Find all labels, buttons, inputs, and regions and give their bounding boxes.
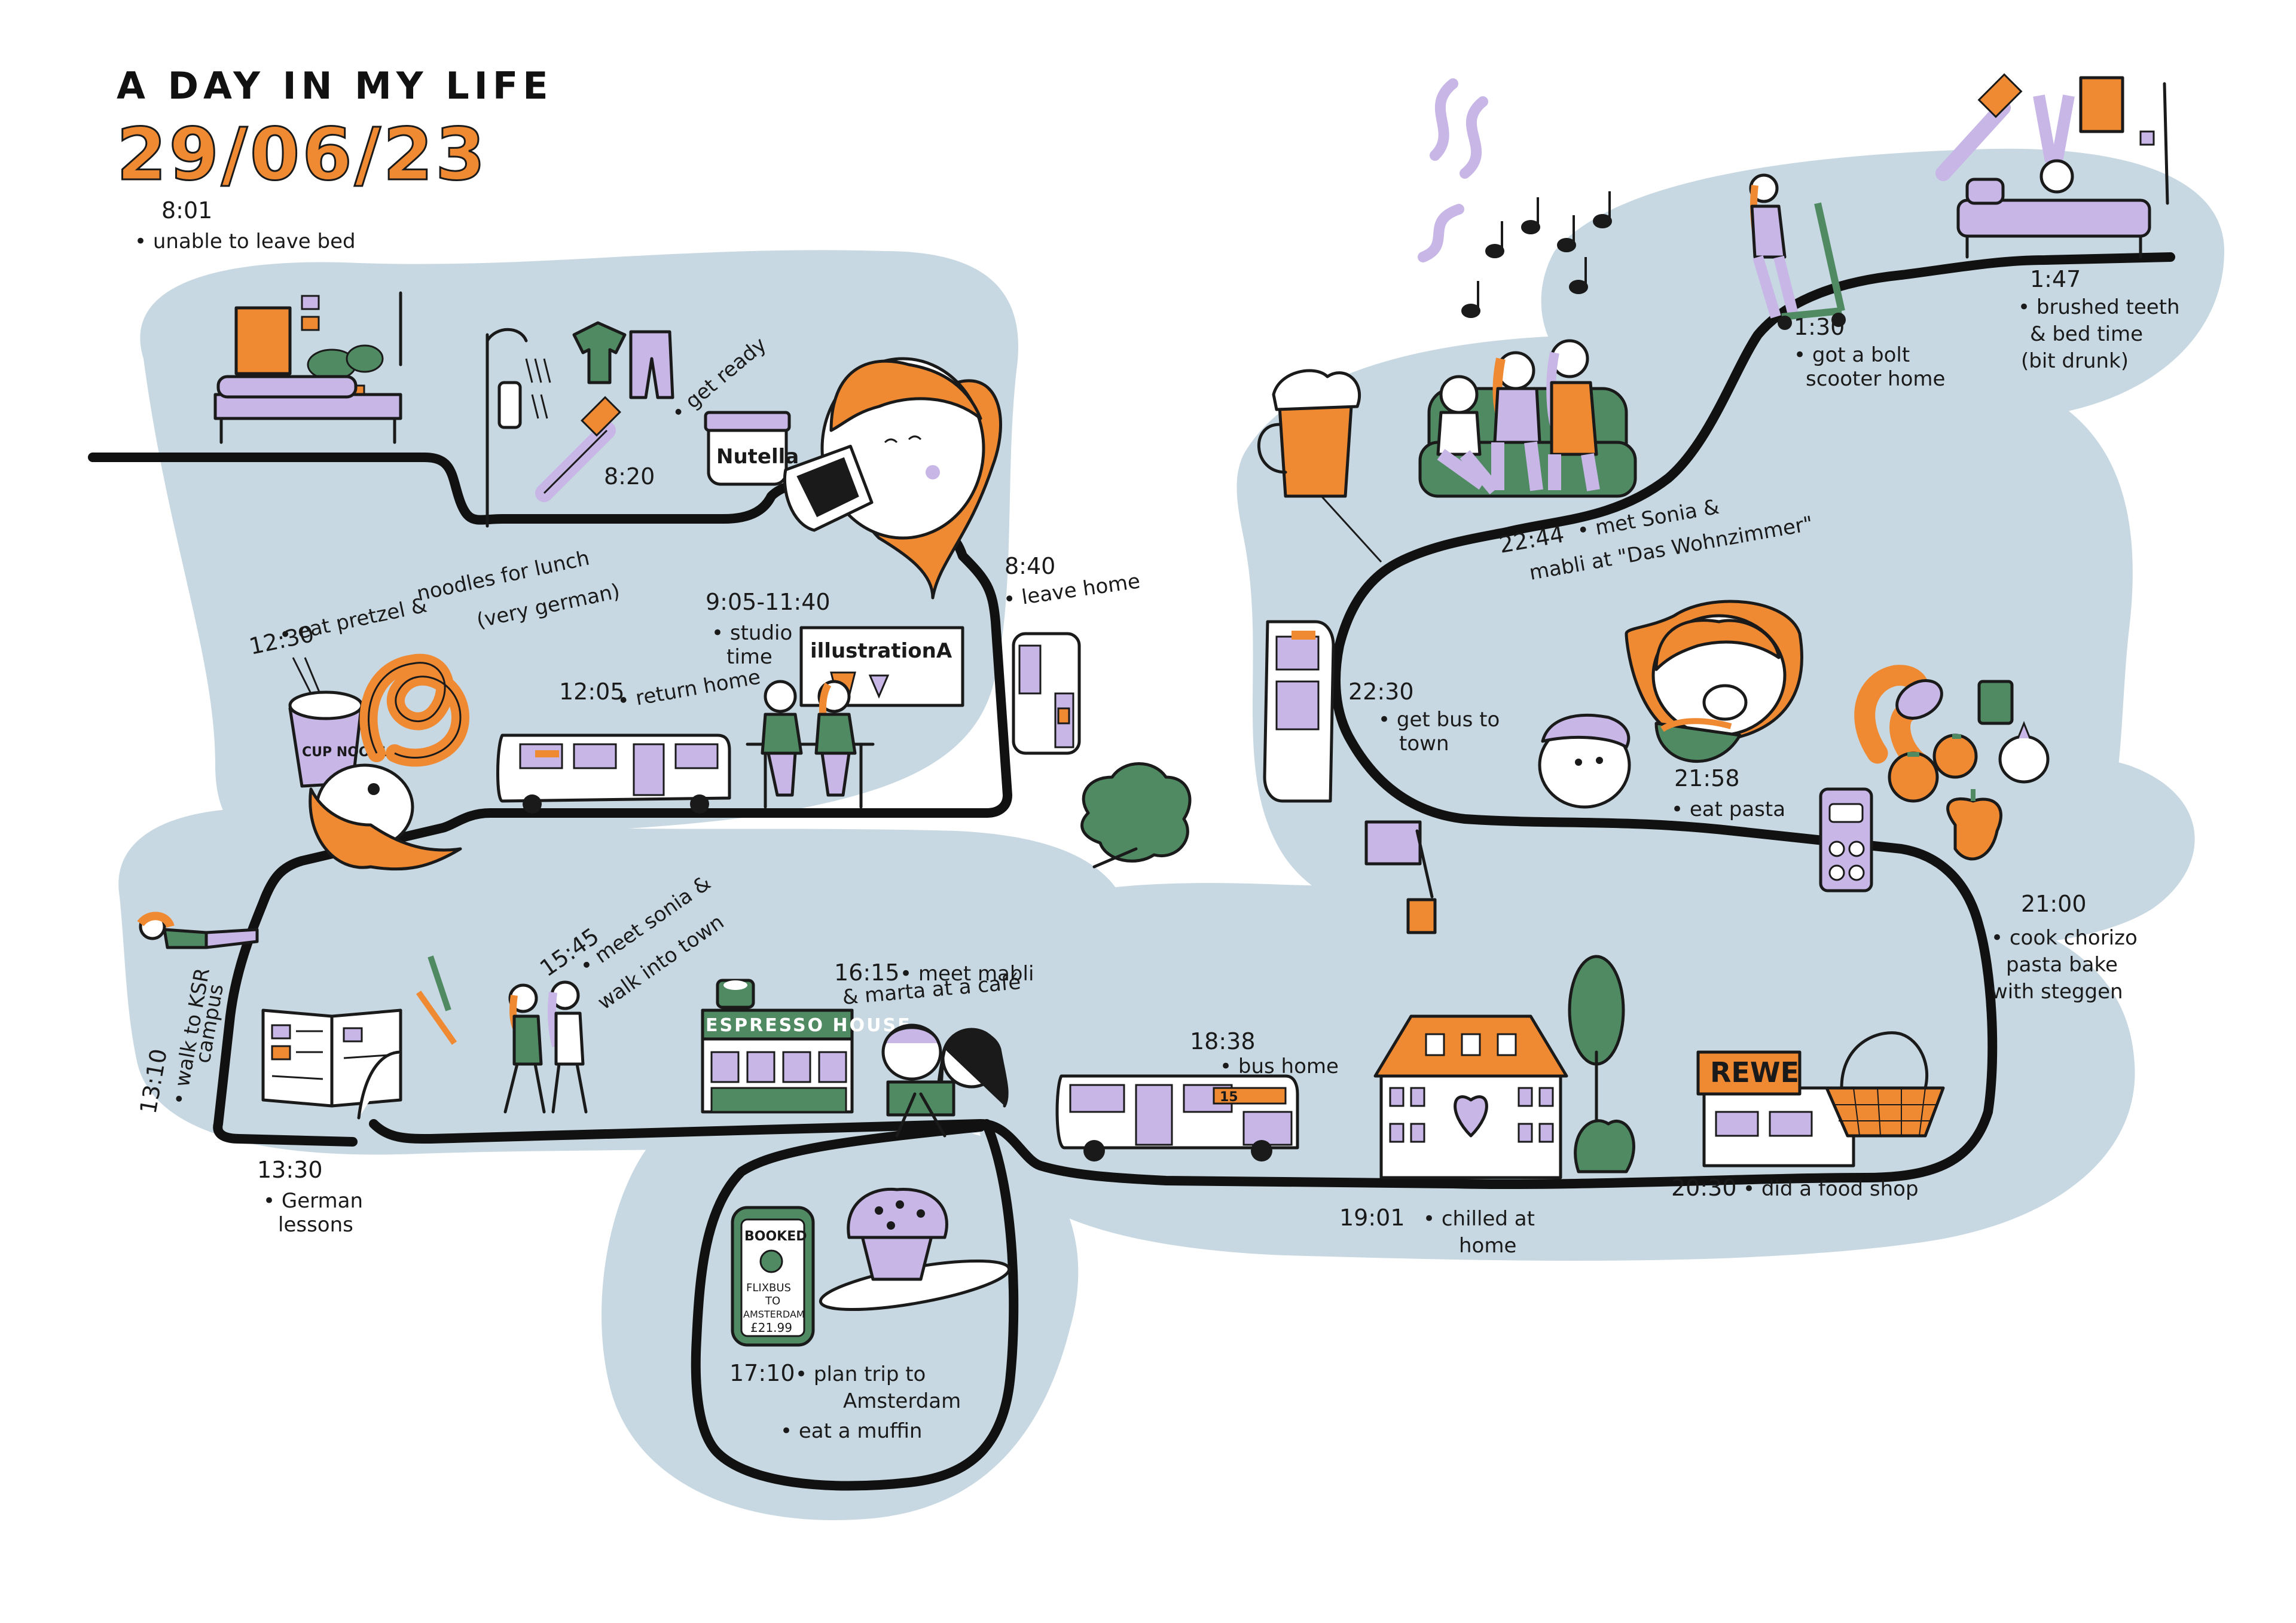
caption-17-10-c: • eat a muffin xyxy=(780,1419,923,1443)
time-17-10: 17:10 xyxy=(729,1360,795,1386)
caption-18-38: • bus home xyxy=(1220,1055,1339,1078)
toothbrush-bed-icon xyxy=(1935,73,2169,259)
bedroom-scene xyxy=(213,291,402,444)
get-ready-scene: Nutella xyxy=(486,321,799,528)
pepper-icon xyxy=(1946,789,2002,861)
poplar-tree-icon xyxy=(1568,955,1635,1173)
muffin-icon xyxy=(819,1187,1011,1312)
caption-17-10-a: • plan trip to xyxy=(795,1362,926,1386)
pasta-bowl-icon xyxy=(1625,600,1803,763)
garlic-icon xyxy=(1998,720,2050,784)
time-8-20: 8:20 xyxy=(604,463,655,490)
bus-icon xyxy=(496,733,731,814)
time-22-30: 22:30 xyxy=(1348,678,1414,705)
caption-21-00-c: with steggen xyxy=(1991,980,2123,1004)
students-icon: illustrationA xyxy=(746,626,964,809)
caption-16-15-a: • meet mabli xyxy=(900,962,1034,986)
bus-stop-icon xyxy=(1364,820,1437,934)
time-8-01: 8:01 xyxy=(161,197,212,224)
phone-ticket-icon: BOOKED FLIXBUS TO AMSTERDAM £21.99 xyxy=(731,1206,815,1347)
time-18-38: 18:38 xyxy=(1190,1028,1256,1055)
friends-faces-icon xyxy=(881,1023,1009,1138)
friends-walking-icon xyxy=(503,980,588,1114)
tree-icon xyxy=(1080,762,1192,869)
toothbrush-icon xyxy=(535,396,621,502)
caption-1-47-a: • brushed teeth xyxy=(2018,295,2180,319)
espresso-house-sign: ESPRESSO HOUSE xyxy=(706,1015,912,1036)
scooter-icon xyxy=(1749,173,1846,330)
pretzel-icon xyxy=(359,653,470,767)
caption-8-01: • unable to leave bed xyxy=(135,230,356,253)
caption-9-05-a: • studio xyxy=(712,621,792,645)
shower-icon xyxy=(486,328,551,528)
notebook-icon xyxy=(261,1008,402,1120)
beer-icon xyxy=(1257,369,1382,563)
music-notes-icon xyxy=(1418,78,1612,318)
ticket-line-4: AMSTERDAM xyxy=(743,1309,805,1320)
bus-home-icon: 15 xyxy=(1055,1074,1299,1162)
time-1-30: 1:30 xyxy=(1794,314,1845,340)
time-21-00: 21:00 xyxy=(2021,891,2087,917)
page-date: 29/06/23 xyxy=(117,114,488,197)
hob-icon xyxy=(1819,787,1873,893)
poster-icon xyxy=(234,306,292,375)
door-icon xyxy=(1012,632,1081,755)
bus-number: 15 xyxy=(1220,1090,1238,1105)
caption-13-30-a: • German xyxy=(263,1189,363,1213)
sofa-friends-icon xyxy=(1418,339,1637,498)
nutella-label: Nutella xyxy=(716,445,799,469)
ticket-line-1: BOOKED xyxy=(744,1229,807,1244)
time-13-30: 13:30 xyxy=(257,1157,323,1183)
tomato-icon xyxy=(1888,733,1978,803)
boy-face-icon xyxy=(1538,713,1631,809)
supermarket-icon: REWE xyxy=(1696,1050,1855,1167)
page-title: A DAY IN MY LIFE xyxy=(117,64,553,108)
caption-1-30-b: scooter home xyxy=(1806,367,1945,391)
ticket-line-3: TO xyxy=(765,1295,780,1307)
bed-icon xyxy=(213,375,402,444)
nutella-jar-icon: Nutella xyxy=(704,411,799,486)
caption-22-30-a: • get bus to xyxy=(1378,708,1500,732)
caption-1-47-b: & bed time xyxy=(2030,322,2143,346)
caption-19-01-b: home xyxy=(1459,1234,1516,1258)
bus-to-town-icon xyxy=(1263,620,1335,803)
basket-icon xyxy=(1825,1031,1945,1138)
caption-19-01-a: • chilled at xyxy=(1423,1207,1535,1231)
caption-20-30: • did a food shop xyxy=(1743,1177,1919,1201)
house-icon xyxy=(1373,1014,1568,1179)
pens-icon xyxy=(416,955,457,1045)
girl-face-lunch-icon xyxy=(309,763,462,871)
toast-icon xyxy=(783,445,874,532)
time-9-05: 9:05-11:40 xyxy=(706,589,831,615)
caption-1-47-c: (bit drunk) xyxy=(2021,349,2129,373)
caption-1-30-a: • got a bolt xyxy=(1794,343,1910,367)
time-1-47: 1:47 xyxy=(2030,266,2081,292)
rewe-sign: REWE xyxy=(1710,1056,1799,1089)
caption-9-05-b: time xyxy=(726,645,773,669)
time-19-01: 19:01 xyxy=(1339,1205,1405,1231)
cafe-icon: ESPRESSO HOUSE xyxy=(701,979,912,1114)
time-21-58: 21:58 xyxy=(1674,765,1740,791)
caption-21-58: • eat pasta xyxy=(1671,797,1785,821)
caption-22-30-b: town xyxy=(1399,732,1449,756)
ticket-line-5: £21.99 xyxy=(750,1321,792,1335)
pasta-tin-icon xyxy=(1895,679,2014,725)
time-12-05: 12:05 xyxy=(559,678,625,705)
time-8-40: 8:40 xyxy=(1004,553,1055,579)
caption-17-10-b: Amsterdam xyxy=(843,1389,961,1413)
clothes-icon xyxy=(572,321,674,399)
ticket-line-2: FLIXBUS xyxy=(746,1282,791,1294)
caption-13-30-b: lessons xyxy=(278,1213,353,1237)
time-20-30: 20:30 xyxy=(1671,1175,1737,1201)
illustration-sign: illustrationA xyxy=(810,639,952,663)
caption-21-00-a: • cook chorizo xyxy=(1991,926,2138,950)
time-16-15: 16:15 xyxy=(834,959,900,986)
caption-21-00-b: pasta bake xyxy=(2006,953,2118,977)
day-route-line xyxy=(88,252,2175,1491)
walking-girl-icon xyxy=(137,912,259,949)
